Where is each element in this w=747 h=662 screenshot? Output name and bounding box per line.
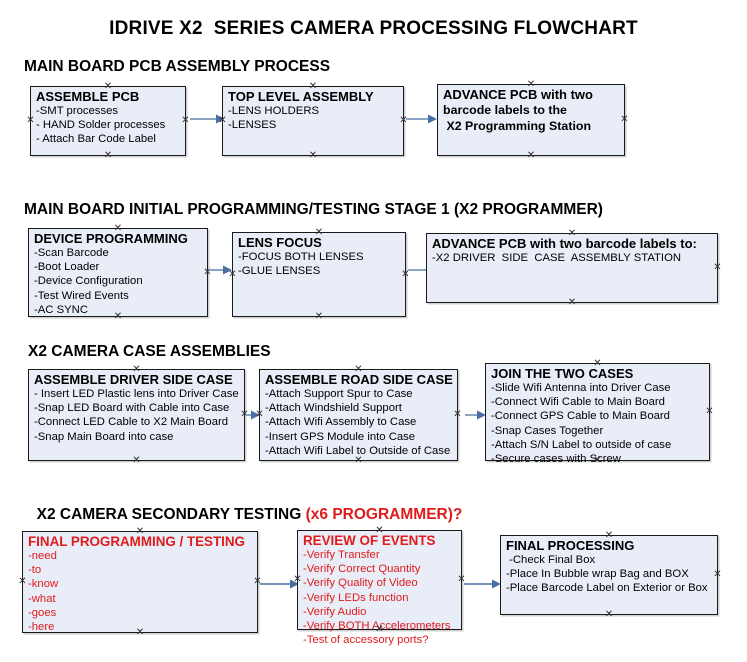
node-line: -Test Wired Events (34, 289, 129, 302)
node-line: -Attach Support Spur to Case (265, 388, 413, 400)
node-top-level-assembly[interactable]: TOP LEVEL ASSEMBLY -LENS HOLDERS -LENSES (222, 86, 404, 156)
node-assemble-road-side-case[interactable]: ASSEMBLE ROAD SIDE CASE -Attach Support … (259, 369, 458, 461)
node-title: TOP LEVEL ASSEMBLY (228, 89, 374, 104)
node-line-overflow: -Test of accessory ports? (303, 634, 429, 647)
node-final-programming-testing[interactable]: FINAL PROGRAMMING / TESTING -need -to -k… (22, 531, 258, 633)
node-line: -here (28, 621, 55, 634)
node-title: ADVANCE PCB with two (443, 87, 593, 102)
node-device-programming[interactable]: DEVICE PROGRAMMING -Scan Barcode -Boot L… (28, 228, 208, 317)
node-line: -Secure cases with Screw (491, 453, 621, 466)
connector-arrow-4a (260, 578, 300, 590)
node-line: -Attach Wifi Assembly to Case (265, 416, 417, 429)
connector-arrow-2a (209, 264, 233, 276)
node-line: -SMT processes (36, 105, 119, 117)
resize-handle-left[interactable] (26, 116, 35, 125)
section-heading-1: MAIN BOARD PCB ASSEMBLY PROCESS (24, 58, 331, 75)
node-line: -Verify Correct Quantity (303, 563, 421, 576)
resize-handle-bottom[interactable] (104, 151, 113, 160)
connector-arrow-4b (464, 578, 502, 590)
node-assemble-driver-side-case[interactable]: ASSEMBLE DRIVER SIDE CASE - Insert LED P… (28, 369, 245, 461)
section-heading-3: X2 CAMERA CASE ASSEMBLIES (28, 343, 271, 360)
node-line: -X2 DRIVER SIDE CASE ASSEMBLY STATION (432, 252, 682, 264)
resize-handle-bottom[interactable] (568, 298, 577, 307)
connector-arrow-3a (246, 409, 261, 421)
section-heading-2: MAIN BOARD INITIAL PROGRAMMING/TESTING S… (24, 201, 603, 218)
node-title: LENS FOCUS (238, 235, 322, 250)
resize-handle-right[interactable] (453, 410, 462, 419)
node-line: -AC SYNC (34, 303, 88, 316)
node-line: - Insert LED Plastic lens into Driver Ca… (34, 388, 239, 400)
node-line: -Verify Transfer (303, 549, 380, 561)
resize-handle-right[interactable] (620, 115, 629, 124)
node-line: -Scan Barcode (34, 247, 109, 259)
node-title: ASSEMBLE PCB (36, 89, 140, 104)
node-line: -Place Barcode Label on Exterior or Box (506, 582, 708, 595)
resize-handle-bottom[interactable] (132, 456, 141, 465)
node-line: barcode labels to the (443, 103, 567, 117)
node-line: -Verify Quality of Video (303, 577, 418, 590)
node-line: -Check Final Box (506, 554, 596, 566)
resize-handle-right[interactable] (181, 116, 190, 125)
node-line: -Device Configuration (34, 275, 143, 288)
section-heading-4-suffix: (x6 PROGRAMMER)? (305, 506, 463, 523)
node-line: -goes (28, 606, 57, 619)
resize-handle-right[interactable] (705, 407, 714, 416)
node-line: -Attach Windshield Support (265, 402, 402, 415)
node-title: FINAL PROGRAMMING / TESTING (28, 534, 245, 549)
node-line: -Attach Wifi Label to Outside of Case (265, 444, 451, 457)
node-line: -Place In Bubble wrap Bag and BOX (506, 568, 689, 581)
node-line: -Connect Wifi Cable to Main Board (491, 396, 665, 409)
resize-handle-bottom[interactable] (605, 610, 614, 619)
node-title: ADVANCE PCB with two barcode labels to: (432, 236, 697, 251)
resize-handle-left[interactable] (18, 577, 27, 586)
node-title: FINAL PROCESSING (506, 538, 635, 553)
node-review-of-events[interactable]: REVIEW OF EVENTS -Verify Transfer -Verif… (297, 530, 462, 646)
node-title: REVIEW OF EVENTS (303, 533, 436, 548)
node-line: -LENSES (228, 119, 277, 132)
node-line: -Slide Wifi Antenna into Driver Case (491, 382, 671, 394)
node-title: ASSEMBLE DRIVER SIDE CASE (34, 372, 233, 387)
node-title: JOIN THE TWO CASES (491, 366, 634, 381)
node-join-the-two-cases[interactable]: JOIN THE TWO CASES -Slide Wifi Antenna i… (485, 363, 710, 465)
node-line: -Verify LEDs function (303, 591, 409, 604)
node-line: -what (28, 592, 56, 605)
node-line: -FOCUS BOTH LENSES (238, 251, 364, 263)
node-title: DEVICE PROGRAMMING (34, 231, 188, 246)
node-line: -Verify Audio (303, 605, 367, 618)
resize-handle-right[interactable] (713, 263, 722, 272)
node-line: -Attach S/N Label to outside of case (491, 438, 672, 451)
node-line: -Snap Main Board into case (34, 430, 174, 443)
connector-arrow-1b (406, 113, 438, 125)
resize-handle-bottom[interactable] (309, 151, 318, 160)
node-line: -Insert GPS Module into Case (265, 430, 416, 443)
resize-handle-bottom[interactable] (527, 151, 536, 160)
page-title: IDRIVE X2 SERIES CAMERA PROCESSING FLOWC… (109, 18, 638, 39)
node-line: X2 Programming Station (443, 119, 592, 133)
node-final-processing[interactable]: FINAL PROCESSING -Check Final Box -Place… (500, 535, 718, 615)
node-advance-pcb-driver-station[interactable]: ADVANCE PCB with two barcode labels to: … (426, 233, 718, 303)
node-line: - HAND Solder processes (36, 119, 166, 132)
node-line: -Snap Cases Together (491, 424, 604, 437)
node-line: - Attach Bar Code Label (36, 133, 156, 146)
node-line: -Connect LED Cable to X2 Main Board (34, 416, 229, 429)
node-line: -Snap LED Board with Cable into Case (34, 402, 230, 415)
connector-arrow-1a (190, 113, 226, 125)
node-line: -to (28, 564, 42, 577)
section-heading-4: X2 CAMERA SECONDARY TESTING (36, 506, 306, 523)
node-line: -need (28, 550, 57, 562)
resize-handle-right[interactable] (713, 570, 722, 579)
node-line: -Boot Loader (34, 261, 100, 274)
node-line: -Verify BOTH Accelerometers (303, 620, 451, 633)
node-line: -Connect GPS Cable to Main Board (491, 410, 670, 423)
resize-handle-bottom[interactable] (315, 312, 324, 321)
node-title: ASSEMBLE ROAD SIDE CASE (265, 372, 453, 387)
node-line: -know (28, 578, 59, 591)
connector-arrow-3b (465, 409, 487, 421)
node-advance-pcb-station[interactable]: ADVANCE PCB with two barcode labels to t… (437, 84, 625, 156)
node-line: -LENS HOLDERS (228, 105, 320, 117)
node-assemble-pcb[interactable]: ASSEMBLE PCB -SMT processes - HAND Solde… (30, 86, 186, 156)
node-lens-focus[interactable]: LENS FOCUS -FOCUS BOTH LENSES -GLUE LENS… (232, 232, 406, 317)
node-line: -GLUE LENSES (238, 265, 321, 278)
